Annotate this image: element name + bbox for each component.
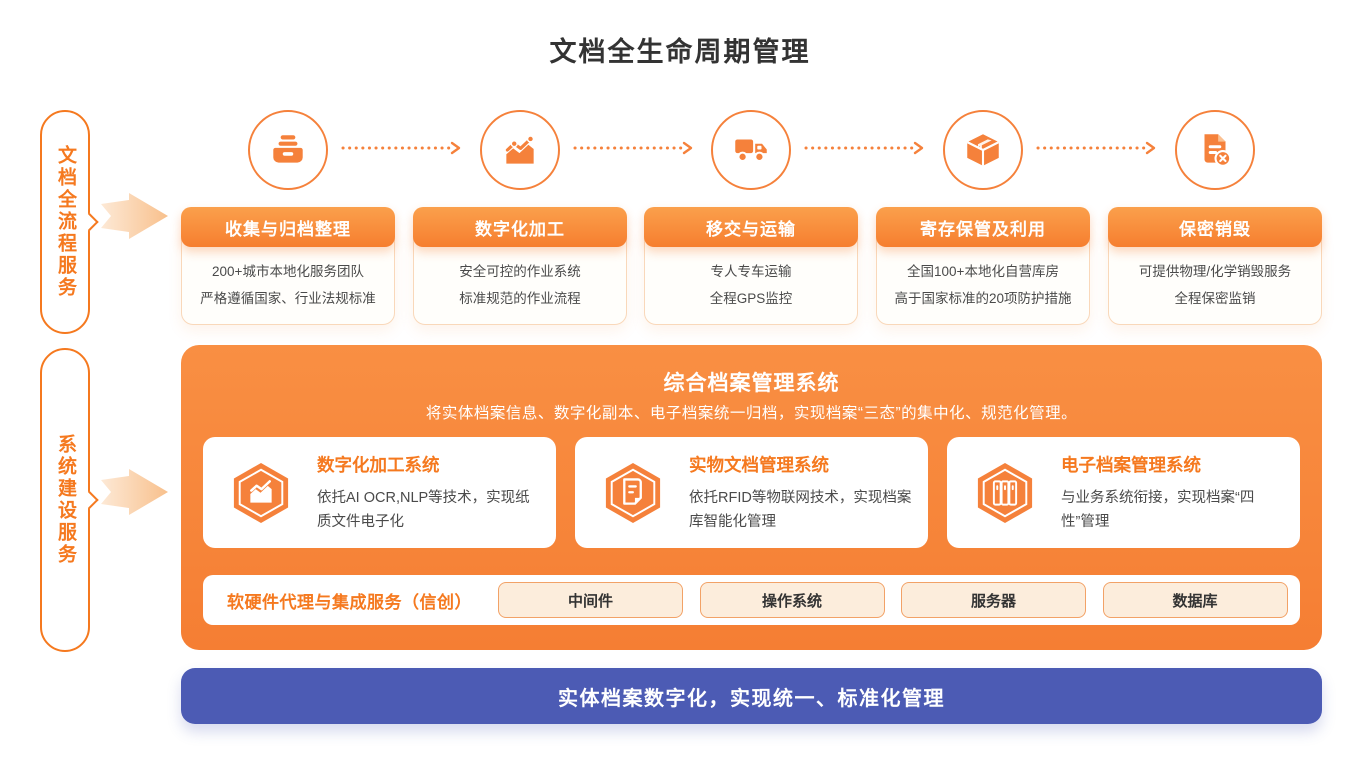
service-card-title: 收集与归档整理 <box>181 207 395 247</box>
service-line: 安全可控的作业系统 <box>459 264 581 279</box>
integration-label: 软硬件代理与集成服务（信创） <box>227 592 472 612</box>
step-circle-destroy <box>1175 110 1255 190</box>
service-line: 可提供物理/化学销毁服务 <box>1138 264 1292 279</box>
footer-banner: 实体档案数字化，实现统一、标准化管理 <box>181 668 1322 724</box>
service-card-description: 全国100+本地化自营库房 高于国家标准的20项防护措施 <box>880 258 1086 312</box>
service-line: 全程GPS监控 <box>709 291 793 306</box>
service-card-storage: 寄存保管及利用 全国100+本地化自营库房 高于国家标准的20项防护措施 <box>876 207 1090 325</box>
service-line: 专人专车运输 <box>710 264 792 279</box>
service-card-digitize: 数字化加工 安全可控的作业系统 标准规范的作业流程 <box>413 207 627 325</box>
chip-server: 服务器 <box>901 582 1086 618</box>
process-service-label: 文档全流程服务 <box>55 145 76 299</box>
footer-text: 实体档案数字化，实现统一、标准化管理 <box>558 687 945 710</box>
chip-database: 数据库 <box>1102 582 1288 618</box>
service-line: 严格遵循国家、行业法规标准 <box>200 291 376 306</box>
hex-chart-icon <box>231 461 291 525</box>
step-circle-storage <box>943 110 1023 190</box>
service-card-destroy: 保密销毁 可提供物理/化学销毁服务 全程保密监销 <box>1108 207 1322 325</box>
system-card-title: 电子档案管理系统 <box>1061 454 1201 475</box>
system-card-description: 与业务系统衔接，实现档案“四性”管理 <box>1061 489 1255 530</box>
dotted-arrow-icon <box>573 141 693 155</box>
service-card-transport: 移交与运输 专人专车运输 全程GPS监控 <box>644 207 858 325</box>
platform-title: 综合档案管理系统 <box>663 372 840 395</box>
service-line: 全国100+本地化自营库房 <box>907 264 1059 279</box>
system-card-title: 实物文档管理系统 <box>689 454 829 475</box>
sidebar-item-process-service: 文档全流程服务 <box>40 110 90 334</box>
platform-subtitle: 将实体档案信息、数字化副本、电子档案统一归档，实现档案“三态”的集中化、规范化管… <box>425 405 1078 422</box>
service-card-description: 安全可控的作业系统 标准规范的作业流程 <box>417 258 623 312</box>
truck-icon <box>735 139 767 163</box>
service-card-title: 寄存保管及利用 <box>876 207 1090 247</box>
system-card-description: 依托AI OCR,NLP等技术，实现纸质文件电子化 <box>317 489 530 530</box>
platform-panel: 综合档案管理系统 将实体档案信息、数字化副本、电子档案统一归档，实现档案“三态”… <box>181 345 1322 650</box>
dotted-arrow-icon <box>341 141 461 155</box>
step-circle-digitize <box>480 110 560 190</box>
page-title: 文档全生命周期管理 <box>549 37 811 67</box>
service-card-title: 数字化加工 <box>413 207 627 247</box>
package-icon <box>966 134 1000 166</box>
system-service-label: 系统建设服务 <box>55 434 76 566</box>
dotted-arrow-icon <box>804 141 924 155</box>
service-line: 全程保密监销 <box>1174 291 1256 306</box>
system-card-title: 数字化加工系统 <box>317 454 440 475</box>
hex-doc-icon <box>603 461 663 525</box>
right-arrow-icon <box>101 469 168 515</box>
service-card-description: 可提供物理/化学销毁服务 全程保密监销 <box>1112 258 1318 312</box>
service-card-title: 保密销毁 <box>1108 207 1322 247</box>
system-card-description: 依托RFID等物联网技术，实现档案库智能化管理 <box>689 489 912 530</box>
chart-icon <box>505 135 535 164</box>
dotted-arrow-icon <box>1036 141 1156 155</box>
service-line: 标准规范的作业流程 <box>459 291 581 306</box>
chip-middleware: 中间件 <box>498 582 683 618</box>
service-card-description: 200+城市本地化服务团队 严格遵循国家、行业法规标准 <box>185 258 391 312</box>
right-arrow-icon <box>101 193 168 239</box>
system-card-e-archive: 电子档案管理系统 与业务系统衔接，实现档案“四性”管理 <box>947 437 1300 548</box>
system-card-physical-doc: 实物文档管理系统 依托RFID等物联网技术，实现档案库智能化管理 <box>575 437 928 548</box>
doc-delete-icon <box>1204 134 1232 167</box>
step-circle-collect <box>248 110 328 190</box>
service-card-collect: 收集与归档整理 200+城市本地化服务团队 严格遵循国家、行业法规标准 <box>181 207 395 325</box>
step-circle-transport <box>711 110 791 190</box>
chip-operating-system: 操作系统 <box>699 582 885 618</box>
service-card-description: 专人专车运输 全程GPS监控 <box>648 258 854 312</box>
service-card-title: 移交与运输 <box>644 207 858 247</box>
hex-binders-icon <box>975 461 1035 525</box>
integration-bar: 软硬件代理与集成服务（信创） 中间件 操作系统 服务器 数据库 <box>203 575 1300 625</box>
service-line: 200+城市本地化服务团队 <box>212 264 364 279</box>
system-card-digitize: 数字化加工系统 依托AI OCR,NLP等技术，实现纸质文件电子化 <box>203 437 556 548</box>
service-line: 高于国家标准的20项防护措施 <box>894 291 1072 306</box>
sidebar-item-system-service: 系统建设服务 <box>40 348 90 652</box>
archive-icon <box>273 135 303 163</box>
